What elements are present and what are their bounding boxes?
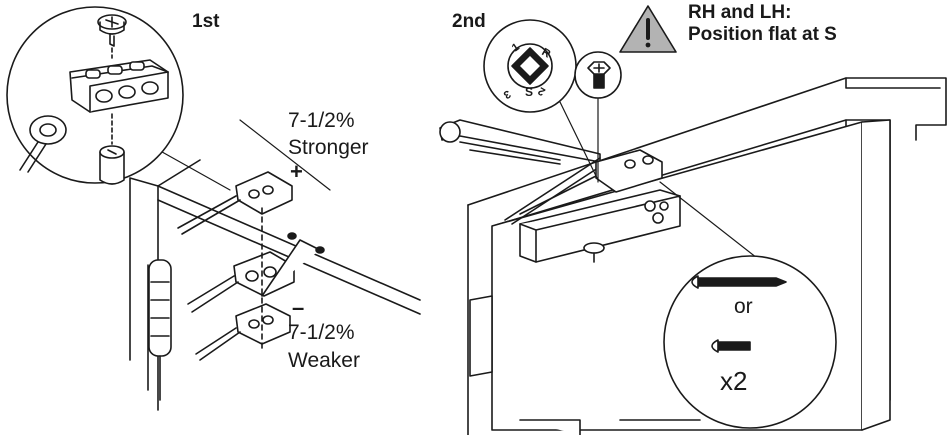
shaft-icon (99, 145, 125, 185)
plus-sign: + (290, 159, 303, 184)
warning-icon (619, 5, 677, 53)
zoom-circle-bracket-detail (6, 6, 331, 191)
hinge (147, 259, 172, 401)
fastener-inset (659, 181, 837, 429)
minus-sign: – (292, 295, 305, 320)
set-screw-callout (574, 51, 622, 183)
bracket-position-stronger (177, 171, 293, 235)
screw-quantity: x2 (720, 366, 748, 396)
stronger-label: Stronger (288, 136, 369, 159)
dial-letter: S (525, 85, 533, 99)
closer-body (519, 189, 681, 263)
warning-line-1: RH and LH: (688, 2, 792, 23)
screw-icon (97, 14, 127, 47)
stronger-percent: 7-1/2% (288, 109, 355, 132)
closer-arm (439, 119, 633, 225)
weaker-percent: 7-1/2% (288, 321, 355, 344)
dial-letter: 3 (501, 87, 512, 100)
machine-screw-icon (711, 339, 751, 353)
screw-or-label: or (734, 295, 753, 318)
arm-end-icon (19, 115, 67, 173)
bracket-position-weaker (195, 303, 291, 361)
dial-letter: 2 (536, 84, 547, 97)
closer-dial-callout: R 1 S 2 3 (483, 19, 599, 181)
door-frame-head (467, 77, 947, 435)
step-2-label: 2nd (452, 11, 486, 32)
bracket-position-middle (187, 232, 325, 313)
arm-shoe-bracket (595, 149, 663, 193)
adjustment-bracket-icon (69, 59, 169, 113)
warning-line-2: Position flat at S (688, 24, 837, 45)
weaker-label: Weaker (288, 349, 360, 372)
self-drilling-screw-icon (691, 275, 787, 289)
dial-letter: 1 (510, 41, 522, 54)
step-1-label: 1st (192, 11, 220, 32)
